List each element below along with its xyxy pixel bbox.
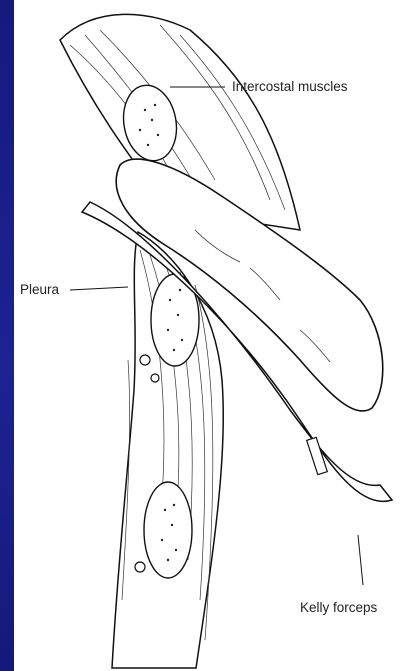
rib-lower (144, 482, 192, 578)
leader-pleura (70, 287, 128, 290)
label-kelly-forceps: Kelly forceps (300, 600, 377, 615)
label-pleura: Pleura (20, 282, 59, 297)
label-intercostal-muscles: Intercostal muscles (232, 79, 348, 94)
leader-kelly (358, 535, 363, 585)
